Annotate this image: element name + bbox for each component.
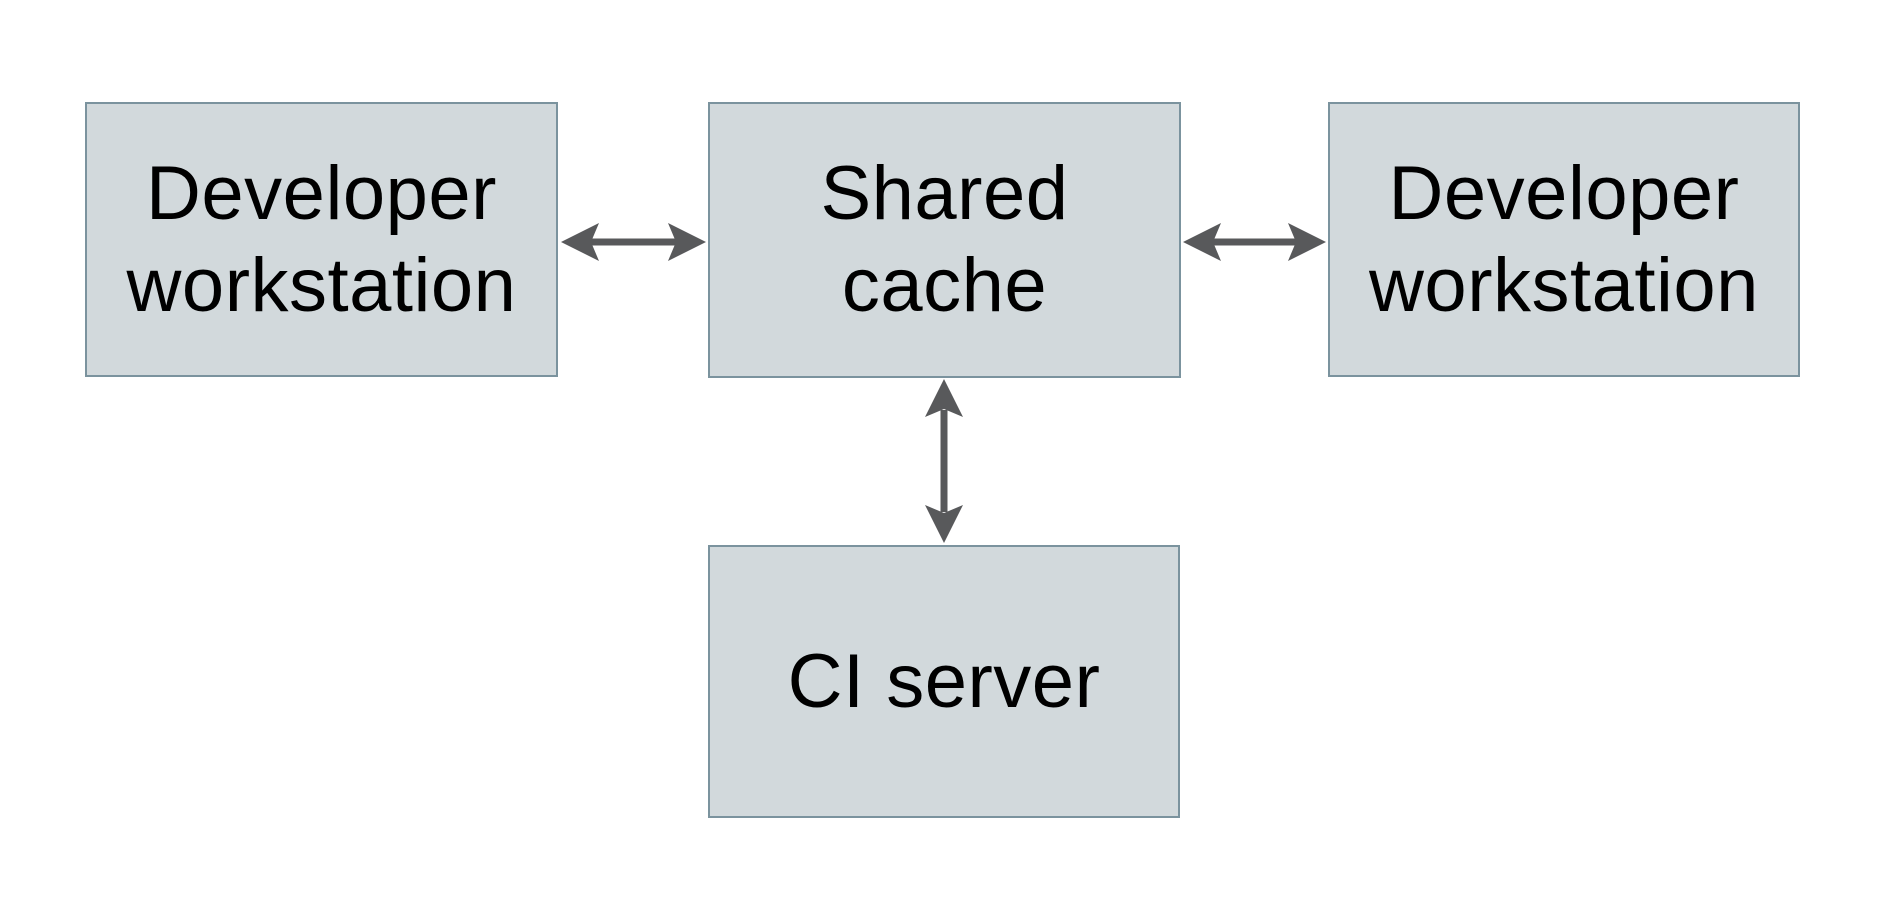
double-arrow-devleft-cache-icon (561, 223, 706, 261)
node-ci-server: CI server (708, 545, 1180, 818)
node-label-line: cache (841, 243, 1048, 328)
node-shared-cache: Shared cache (708, 102, 1181, 378)
node-label-line: workstation (1369, 242, 1759, 328)
double-arrow-cache-devright-icon (1183, 223, 1326, 261)
double-arrow-cache-ciserver-icon (925, 379, 963, 543)
node-developer-workstation-left: Developer workstation (85, 102, 558, 377)
node-label-line: CI server (787, 638, 1101, 724)
node-label-line: Developer (146, 150, 497, 236)
node-label-line: workstation (126, 242, 517, 328)
node-developer-workstation-right: Developer workstation (1328, 102, 1800, 377)
node-label-line: Developer (1388, 150, 1740, 236)
node-label-line: Shared (820, 151, 1069, 236)
